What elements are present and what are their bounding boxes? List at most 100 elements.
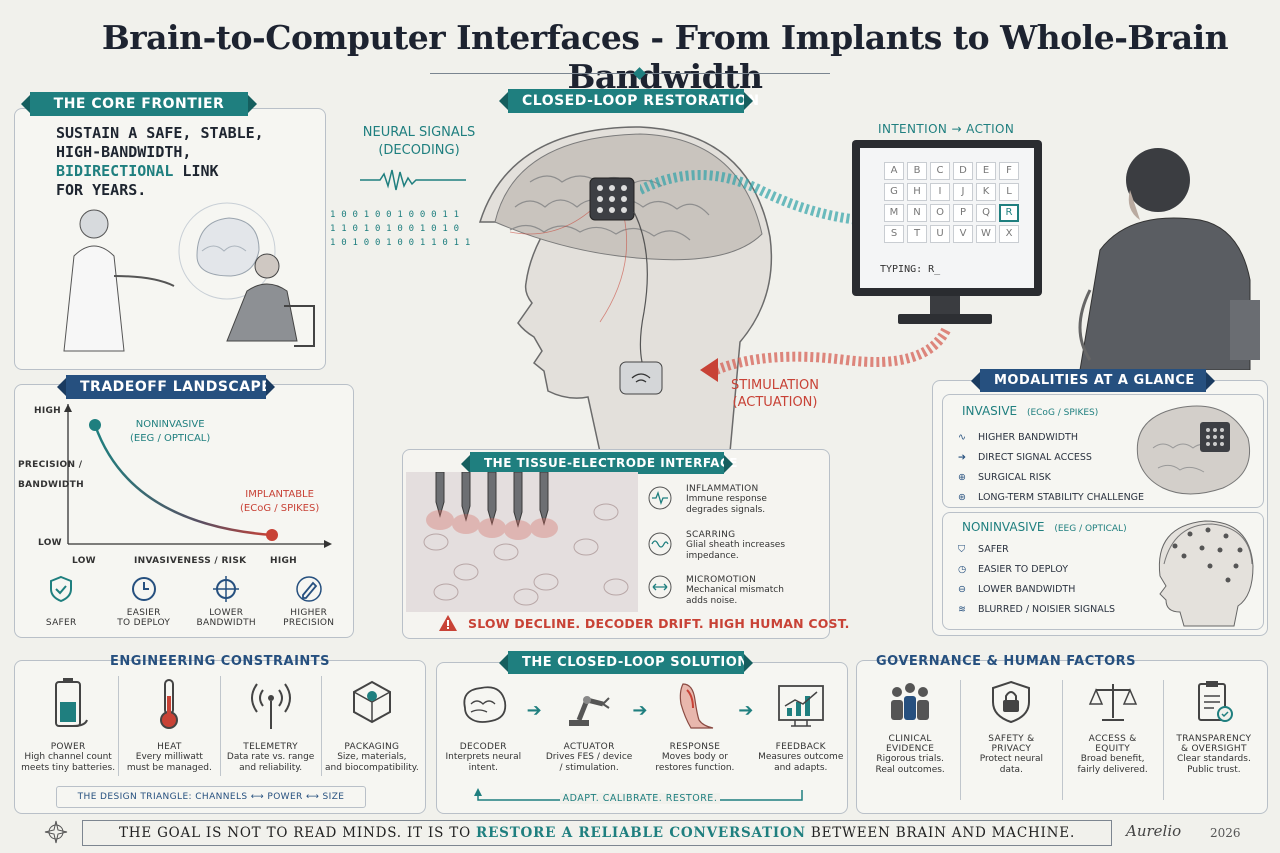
keyboard-key[interactable]: C <box>930 162 950 180</box>
pulse-icon: ∿ <box>958 432 966 443</box>
crosshair-icon <box>213 576 240 602</box>
invasive-item: ⊕SURGICAL RISK <box>958 468 1144 488</box>
keyboard-key[interactable]: W <box>976 225 996 243</box>
solution-step-title: RESPONSE <box>669 742 721 752</box>
binary-row: 1 0 1 0 0 1 0 0 1 1 0 1 1 <box>330 238 471 248</box>
invasive-item-text: LONG-TERM STABILITY CHALLENGE <box>978 492 1145 503</box>
keyboard-key[interactable]: J <box>953 183 973 201</box>
wave-icon <box>648 532 672 556</box>
stimulation-stream-arrow <box>700 327 951 382</box>
noninvasive-item: ⊖LOWER BANDWIDTH <box>958 580 1115 600</box>
step-arrow-icon: ➔ <box>526 700 542 721</box>
tissue-item-desc-1: Immune response <box>686 494 767 504</box>
stimulation-label: STIMULATION (ACTUATION) <box>730 377 820 411</box>
tradeoff-icon-label: LOWER <box>209 608 244 618</box>
noninvasive-item-text: SAFER <box>978 544 1009 555</box>
binary-row: 1 1 0 1 0 1 0 0 1 0 1 0 <box>330 224 460 234</box>
keyboard-key[interactable]: T <box>907 225 927 243</box>
y-low-label: LOW <box>38 538 62 548</box>
governance-title-2: EQUITY <box>1095 744 1131 754</box>
keyboard-key[interactable]: N <box>907 204 927 222</box>
tissue-item-desc-2: degrades signals. <box>686 505 766 515</box>
noninvasive-item-text: BLURRED / NOISIER SIGNALS <box>978 604 1116 615</box>
keyboard-key[interactable]: E <box>976 162 996 180</box>
y-high-label: HIGH <box>34 406 62 416</box>
stimulation-line-1: STIMULATION <box>731 378 819 393</box>
arrow-right-icon: ➔ <box>958 452 966 463</box>
keyboard-key[interactable]: M <box>884 204 904 222</box>
engineering-item-telemetry: TELEMETRY Data rate vs. range and reliab… <box>221 676 322 776</box>
engineering-desc-1: High channel count <box>24 752 112 762</box>
noninvasive-title: NONINVASIVE <box>962 520 1045 534</box>
governance-title-2: & OVERSIGHT <box>1180 744 1247 754</box>
keyboard-key[interactable]: V <box>953 225 973 243</box>
governance-title-1: ACCESS & <box>1088 734 1137 744</box>
footer-year: 2026 <box>1210 826 1241 840</box>
neural-signals-label: NEURAL SIGNALS (DECODING) <box>344 124 494 160</box>
solution-step-desc-2: intent. <box>468 763 498 773</box>
design-triangle-box: THE DESIGN TRIANGLE: CHANNELS ⟷ POWER ⟷ … <box>56 786 366 808</box>
keyboard-key[interactable]: X <box>999 225 1019 243</box>
tissue-item-title: MICROMOTION <box>686 575 757 585</box>
brain-icon <box>463 686 507 723</box>
noninvasive-subtitle: (EEG / OPTICAL) <box>1054 524 1127 534</box>
tradeoff-icon-label-2: TO DEPLOY <box>117 618 171 628</box>
noninvasive-box <box>942 512 1264 630</box>
wheelchair-user-illustration <box>1078 148 1260 370</box>
tradeoff-icon-row: SAFER EASIER TO DEPLOY LOWER BANDWIDTH H… <box>20 574 350 636</box>
noninvasive-item: ≋ BLURRED / NOISIER SIGNALS <box>958 600 1115 620</box>
eeg-head-illustration <box>1158 520 1254 627</box>
keyboard-key[interactable]: I <box>930 183 950 201</box>
keyboard-key[interactable]: S <box>884 225 904 243</box>
engineering-desc-1: Every milliwatt <box>135 752 203 762</box>
tissue-item-scarring: SCARRING Glial sheath increases impedanc… <box>648 530 824 570</box>
governance-desc-1: Broad benefit, <box>1080 754 1145 764</box>
keyboard-key[interactable]: A <box>884 162 904 180</box>
title-divider <box>430 73 830 74</box>
monitor-stand <box>930 296 960 316</box>
governance-title-2: PRIVACY <box>991 744 1032 754</box>
keyboard-key[interactable]: O <box>930 204 950 222</box>
keyboard-key[interactable]: L <box>999 183 1019 201</box>
invasive-item: ➔DIRECT SIGNAL ACCESS <box>958 448 1144 468</box>
keyboard-key[interactable]: F <box>999 162 1019 180</box>
warning-icon <box>439 615 457 631</box>
tissue-electrode-illustration <box>406 472 638 612</box>
solution-step-desc-1: Measures outcome <box>758 752 844 762</box>
engineering-title: TELEMETRY <box>243 742 298 752</box>
tissue-item-desc-2: adds noise. <box>686 596 738 606</box>
engineering-item-power: POWER High channel count meets tiny batt… <box>18 676 120 776</box>
solution-step-desc-1: Interprets neural <box>445 752 522 762</box>
invasive-box <box>942 394 1264 508</box>
keyboard-key[interactable]: H <box>907 183 927 201</box>
noninvasive-item: ◷EASIER TO DEPLOY <box>958 560 1115 580</box>
noninvasive-list: ⛉SAFER ◷EASIER TO DEPLOY ⊖LOWER BANDWIDT… <box>958 540 1115 620</box>
invasive-item-text: HIGHER BANDWIDTH <box>978 432 1078 443</box>
tissue-item-inflammation: INFLAMMATION Immune response degrades si… <box>648 484 824 524</box>
keyboard-key[interactable]: R <box>999 204 1019 222</box>
core-line-3: BIDIRECTIONAL LINK <box>56 162 264 181</box>
keyboard-key[interactable]: G <box>884 183 904 201</box>
package-icon <box>352 680 391 724</box>
keyboard-key[interactable]: K <box>976 183 996 201</box>
tradeoff-icon-safer: SAFER <box>26 574 96 636</box>
leg-icon <box>679 683 714 729</box>
solution-step-title: ACTUATOR <box>563 742 615 752</box>
engineering-desc-1: Size, materials, <box>337 752 407 762</box>
neural-signals-line-1: NEURAL SIGNALS <box>362 125 476 140</box>
governance-title-1: SAFETY & <box>988 734 1035 744</box>
keyboard-key[interactable]: B <box>907 162 927 180</box>
keyboard-key[interactable]: D <box>953 162 973 180</box>
keyboard-key[interactable]: P <box>953 204 973 222</box>
pen-icon <box>296 576 322 602</box>
solution-step-actuator: ACTUATOR Drives FES / device / stimulati… <box>546 682 633 778</box>
noninvasive-item-text: EASIER TO DEPLOY <box>978 564 1069 575</box>
signature: Aurelio <box>1126 822 1182 840</box>
governance-desc-2: Real outcomes. <box>875 765 945 775</box>
keyboard-key[interactable]: Q <box>976 204 996 222</box>
core-line-1: SUSTAIN A SAFE, STABLE, <box>56 124 264 142</box>
noise-icon: ≋ <box>958 604 966 615</box>
decoding-stream-arrow <box>640 170 870 230</box>
keyboard-key[interactable]: U <box>930 225 950 243</box>
